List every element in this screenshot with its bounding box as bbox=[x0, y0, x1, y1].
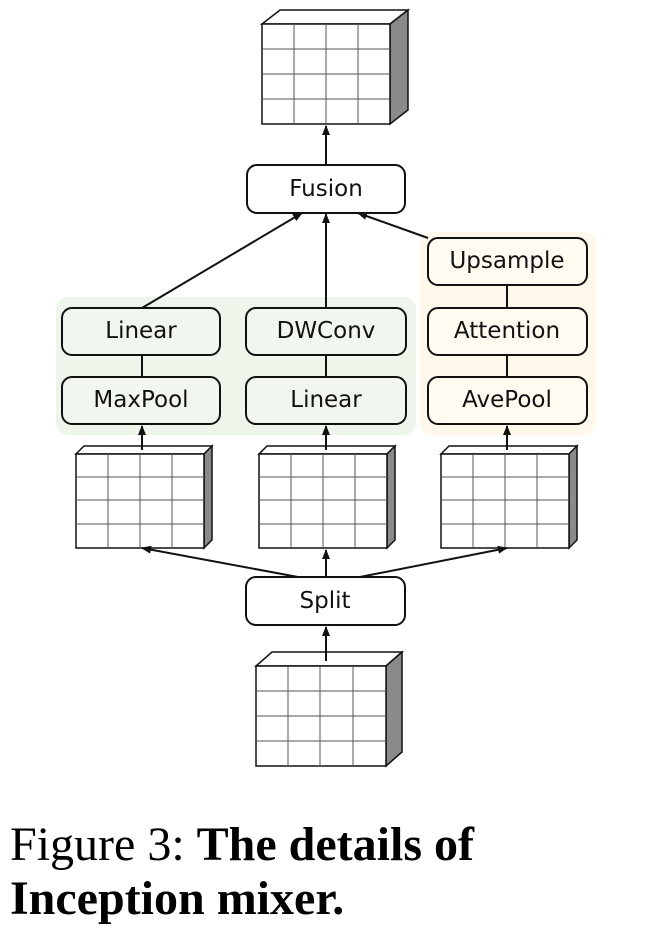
arrow-right-to-fusion bbox=[357, 212, 429, 239]
caption-label: Figure 3: bbox=[10, 818, 185, 871]
arrow-split-to-right-tensor bbox=[359, 545, 508, 578]
upsample-label: Upsample bbox=[449, 248, 564, 274]
arrow-split-to-left-tensor bbox=[141, 545, 299, 578]
input-tensor-cube bbox=[254, 650, 404, 768]
upsample-node: Upsample bbox=[427, 237, 588, 286]
output-tensor-cube bbox=[259, 8, 411, 126]
fusion-label: Fusion bbox=[289, 176, 363, 202]
caption-text: The details of Inception mixer. bbox=[10, 818, 474, 925]
attention-node: Attention bbox=[427, 307, 588, 356]
linear-left-label: Linear bbox=[105, 318, 177, 344]
branch-tensor-cube-right bbox=[439, 444, 579, 550]
maxpool-label: MaxPool bbox=[93, 387, 188, 413]
branch-tensor-cube-middle bbox=[257, 444, 397, 550]
linear-node-middle: Linear bbox=[245, 376, 407, 425]
maxpool-node: MaxPool bbox=[61, 376, 221, 425]
branch-tensor-cube-left bbox=[74, 444, 214, 550]
dwconv-node: DWConv bbox=[245, 307, 407, 356]
inception-mixer-diagram: Fusion Linear MaxPool DWConv Linear Upsa… bbox=[56, 8, 596, 768]
split-node: Split bbox=[245, 576, 406, 626]
avepool-node: AvePool bbox=[427, 376, 588, 425]
linear-node-left: Linear bbox=[61, 307, 221, 356]
avepool-label: AvePool bbox=[462, 387, 552, 413]
linear-middle-label: Linear bbox=[290, 387, 362, 413]
figure-caption: Figure 3: The details of Inception mixer… bbox=[10, 818, 660, 926]
arrow-left-to-fusion bbox=[141, 212, 303, 309]
split-label: Split bbox=[300, 588, 351, 614]
dwconv-label: DWConv bbox=[277, 318, 376, 344]
connectors bbox=[138, 125, 511, 661]
fusion-node: Fusion bbox=[246, 164, 406, 214]
attention-label: Attention bbox=[454, 318, 560, 344]
